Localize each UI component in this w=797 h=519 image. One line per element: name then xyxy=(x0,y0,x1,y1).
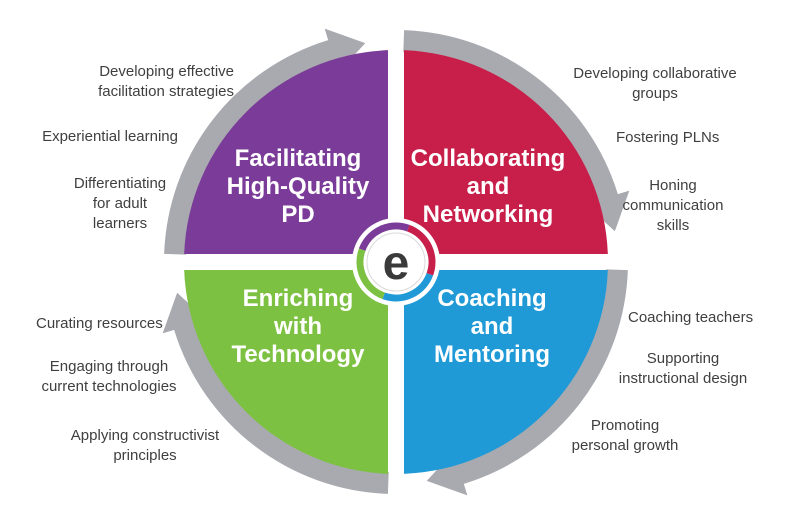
logo-letter: e xyxy=(383,237,410,290)
quadrant-tech xyxy=(184,270,388,474)
center-logo: e xyxy=(352,218,440,306)
quadrant-title-line: Facilitating xyxy=(235,145,362,172)
quadrant-title-line: and xyxy=(467,173,510,200)
top-left-item-1: Developing effective facilitation strate… xyxy=(98,63,234,100)
quadrant-pd xyxy=(184,50,388,254)
top-left-item-2: Experiential learning xyxy=(42,128,178,145)
cycle-arrow-3 xyxy=(426,269,628,496)
cycle-arrows xyxy=(162,28,630,496)
quadrant-title-line: Mentoring xyxy=(434,341,550,368)
quadrant-title-line: Collaborating xyxy=(411,145,566,172)
logo-ring-3 xyxy=(382,272,434,302)
quadrant-title-line: Networking xyxy=(423,201,554,228)
quadrant-title-line: with xyxy=(273,313,322,340)
quadrant-title-line: and xyxy=(471,313,514,340)
logo-ring-4 xyxy=(356,248,386,300)
bottom-right-item-2: Supporting instructional design xyxy=(618,350,748,387)
top-left-item-3: Differentiating for adult learners xyxy=(73,175,167,232)
logo-ring-1 xyxy=(358,222,410,252)
logo-ring-2 xyxy=(406,224,436,276)
quadrant-shapes xyxy=(184,50,608,474)
quadrant-title-line: High-Quality xyxy=(227,173,370,200)
bottom-left-item-1: Curating resources xyxy=(36,315,163,332)
cycle-arrow-2 xyxy=(403,30,630,232)
quadrant-title-line: PD xyxy=(281,201,314,228)
top-right-item-2: Fostering PLNs xyxy=(616,129,720,146)
bottom-left-item-3: Applying constructivist principles xyxy=(70,427,220,464)
bottom-right-item-3: Promoting personal growth xyxy=(571,417,679,454)
bottom-left-item-2: Engaging through current technologies xyxy=(41,358,177,395)
cycle-arrow-1 xyxy=(164,28,366,255)
bottom-right-item-1: Coaching teachers xyxy=(628,309,754,326)
quadrant-collab xyxy=(404,50,608,254)
quadrant-title-line: Technology xyxy=(232,341,366,368)
quadrant-coach xyxy=(404,270,608,474)
top-right-item-1: Developing collaborative groups xyxy=(573,65,737,102)
top-right-item-3: Honing communication skills xyxy=(622,177,724,234)
quadrant-title-line: Enriching xyxy=(243,285,354,312)
quadrant-title-line: Coaching xyxy=(437,285,546,312)
cycle-arrow-4 xyxy=(162,292,389,494)
logo-core xyxy=(366,232,426,292)
